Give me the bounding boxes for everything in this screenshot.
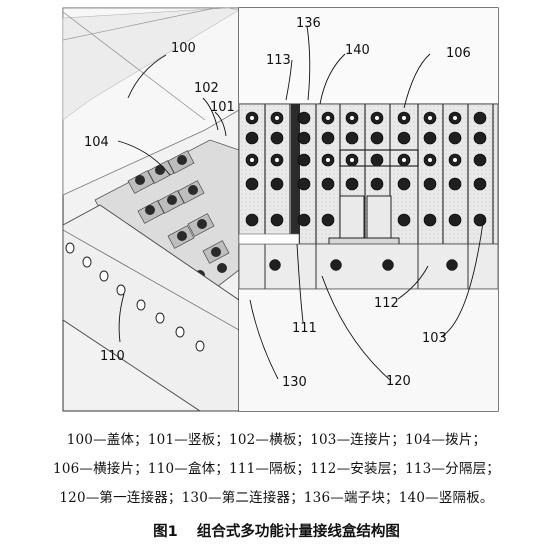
label-110: 110	[100, 349, 125, 364]
label-101: 101	[210, 100, 235, 115]
label-111: 111	[292, 321, 317, 336]
label-106: 106	[446, 46, 471, 61]
figure-caption: 图1 组合式多功能计量接线盒结构图	[0, 520, 553, 541]
legend-line-1: 100—盖体；101—竖板；102—横板；103—连接片；104—拨片；	[66, 432, 487, 448]
part-labels: 100 102 101 104 113 136 140 106 110 111 …	[84, 16, 471, 390]
right-photo	[238, 7, 499, 412]
figure-title: 组合式多功能计量接线盒结构图	[196, 524, 400, 540]
label-104: 104	[84, 135, 109, 150]
leader-lines	[117, 25, 485, 381]
label-120: 120	[386, 374, 411, 389]
legend-line-2: 106—横接片；110—盒体；111—隔板；112—安装层；113—分隔层；	[53, 461, 500, 477]
box-holes	[65, 242, 205, 352]
figure-drawing: 100 102 101 104 113 136 140 106 110 111 …	[62, 7, 499, 412]
label-100: 100	[171, 41, 196, 56]
label-103: 103	[422, 331, 447, 346]
label-130: 130	[282, 375, 307, 390]
figure-number: 图1	[153, 524, 178, 540]
label-102: 102	[194, 81, 219, 96]
label-136: 136	[296, 16, 321, 31]
label-112: 112	[374, 296, 399, 311]
legend-line-3: 120—第一连接器；130—第二连接器；136—端子块；140—竖隔板。	[59, 490, 494, 506]
label-140: 140	[345, 43, 370, 58]
label-113: 113	[266, 53, 291, 68]
left-photo	[62, 7, 240, 412]
